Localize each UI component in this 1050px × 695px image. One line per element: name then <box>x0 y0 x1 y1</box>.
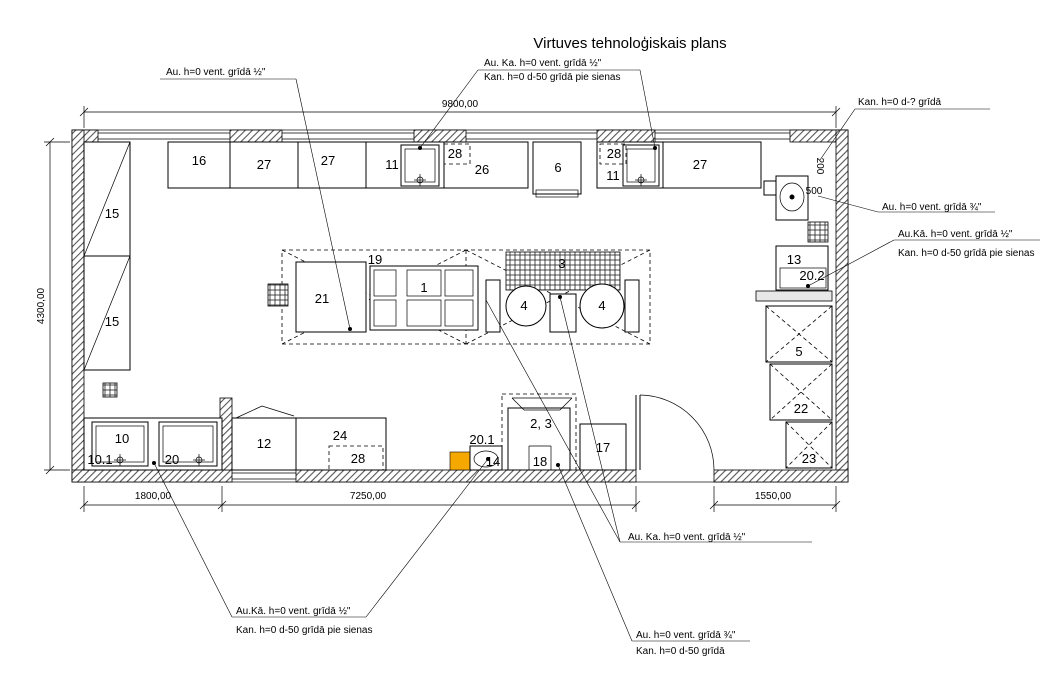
bottom-equipment-row <box>83 393 627 471</box>
note-top-right: Kan. h=0 d-? grīdā <box>858 97 942 108</box>
label-10-1: 10.1 <box>87 452 112 467</box>
label-1: 1 <box>420 280 427 295</box>
plan-title: Virtuves tehnoloģiskais plans <box>533 35 726 52</box>
label-24: 24 <box>333 428 347 443</box>
note-top-mid-1: Au. Ka. h=0 vent. grīdā ½" <box>484 58 602 69</box>
label-15b: 15 <box>105 314 119 329</box>
label-17: 17 <box>596 440 610 455</box>
label-23: 23 <box>802 451 816 466</box>
label-4a: 4 <box>520 298 527 313</box>
label-22: 22 <box>794 401 808 416</box>
label-26: 26 <box>475 162 489 177</box>
dim-right-bottom: 1550,00 <box>755 491 792 502</box>
label-10: 10 <box>115 431 129 446</box>
label-20: 20 <box>165 452 179 467</box>
label-6: 6 <box>554 160 561 175</box>
label-28a: 28 <box>448 146 462 161</box>
center-island <box>267 249 651 345</box>
dim-width: 9800,00 <box>442 99 479 110</box>
note-top-left: Au. h=0 vent. grīdā ½" <box>166 67 266 78</box>
label-14: 14 <box>486 454 500 469</box>
note-right-2b: Kan. h=0 d-50 grīdā pie sienas <box>898 248 1034 259</box>
label-2-3: 2, 3 <box>530 416 552 431</box>
label-20-1: 20.1 <box>469 432 494 447</box>
note-right-2a: Au.Kā. h=0 vent. grīdā ½" <box>898 229 1013 240</box>
label-13: 13 <box>787 252 801 267</box>
dim-left-bottom: 1800,00 <box>135 491 172 502</box>
door <box>635 394 715 471</box>
top-equipment-row <box>167 141 762 198</box>
label-11b: 11 <box>606 168 620 183</box>
label-27b: 27 <box>321 153 335 168</box>
dim-height: 4300,00 <box>36 287 47 324</box>
right-equipment-column <box>755 175 833 469</box>
label-28c: 28 <box>351 451 365 466</box>
label-20-2: 20.2 <box>799 268 824 283</box>
note-bottom-left-a: Au.Kā. h=0 vent. grīdā ½" <box>236 606 351 617</box>
dimension-lines <box>44 106 841 512</box>
label-11a: 11 <box>385 157 399 172</box>
note-bottom-right-1: Au. Ka. h=0 vent. grīdā ½" <box>628 532 746 543</box>
label-15a: 15 <box>105 206 119 221</box>
dim-200: 200 <box>814 158 825 175</box>
label-21: 21 <box>315 291 329 306</box>
leader-lines <box>153 69 1040 642</box>
note-top-mid-2: Kan. h=0 d-50 grīdā pie sienas <box>484 72 620 83</box>
note-right-1: Au. h=0 vent. grīdā ¾" <box>882 202 982 213</box>
label-5: 5 <box>795 344 802 359</box>
label-12: 12 <box>257 436 271 451</box>
label-16: 16 <box>192 153 206 168</box>
label-28b: 28 <box>607 146 621 161</box>
label-3-top: 3 <box>558 256 565 271</box>
label-27c: 27 <box>693 157 707 172</box>
label-4b: 4 <box>598 298 605 313</box>
note-bottom-left-b: Kan. h=0 d-50 grīdā pie sienas <box>236 625 372 636</box>
label-27a: 27 <box>257 157 271 172</box>
left-equipment-column <box>83 141 131 398</box>
dim-mid-bottom: 7250,00 <box>350 491 387 502</box>
highlight-element <box>449 451 471 471</box>
walls <box>71 129 849 483</box>
note-bottom-mid-a: Au. h=0 vent. grīdā ¾" <box>636 630 736 641</box>
note-bottom-mid-b: Kan. h=0 d-50 grīdā <box>636 646 725 657</box>
dim-500: 500 <box>806 186 823 197</box>
label-19: 19 <box>368 252 382 267</box>
label-18: 18 <box>533 454 547 469</box>
